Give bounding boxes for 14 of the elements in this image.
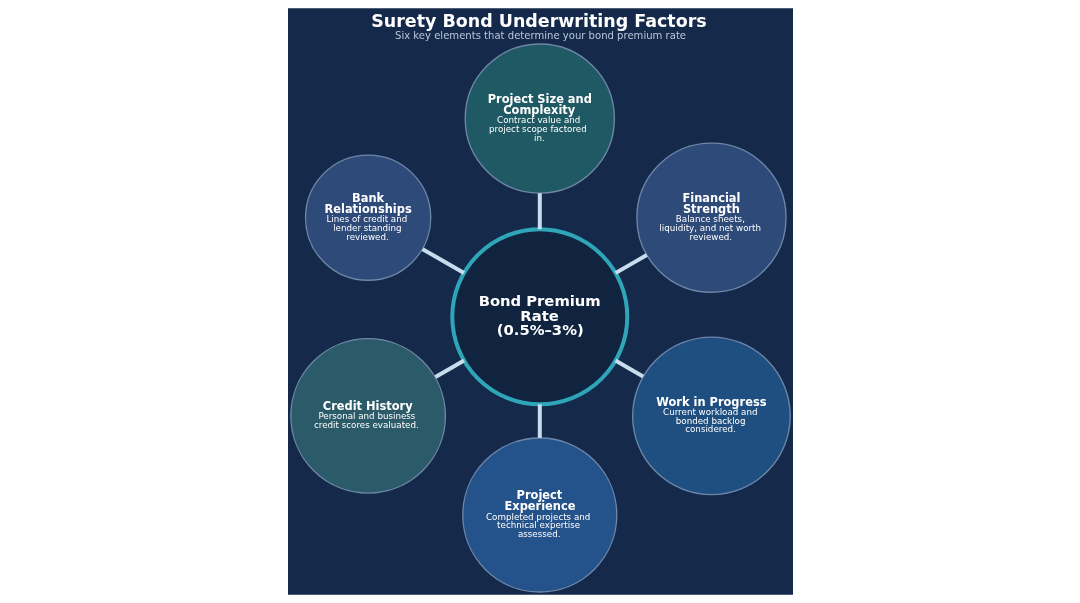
connector: [614, 253, 648, 275]
node-circle: Financial Strength Balance sheets, liquidity, and net worth reviewed.: [635, 142, 787, 293]
node-circle: Credit History Personal and business credit scores evaluated.: [289, 337, 446, 494]
node-circle: Bank Relationships Lines of credit and lender standing reviewed.: [304, 154, 431, 281]
connector: [433, 358, 465, 379]
diagram-title: Surety Bond Underwriting Factors: [370, 11, 707, 32]
connector: [421, 247, 465, 275]
node-circle: Bond Premium Rate (0.5%–3%): [449, 227, 629, 407]
node-circle: Project Size and Complexity Contract value and project scope factored in.: [464, 43, 615, 194]
node-circle: Work in Progress Current workload and bonded backlog considered.: [631, 336, 791, 496]
connector: [537, 404, 542, 438]
node-circle: Project Experience Completed projects and technical expertise assessed.: [461, 437, 617, 593]
connector: [537, 193, 542, 230]
connector: [614, 358, 644, 379]
